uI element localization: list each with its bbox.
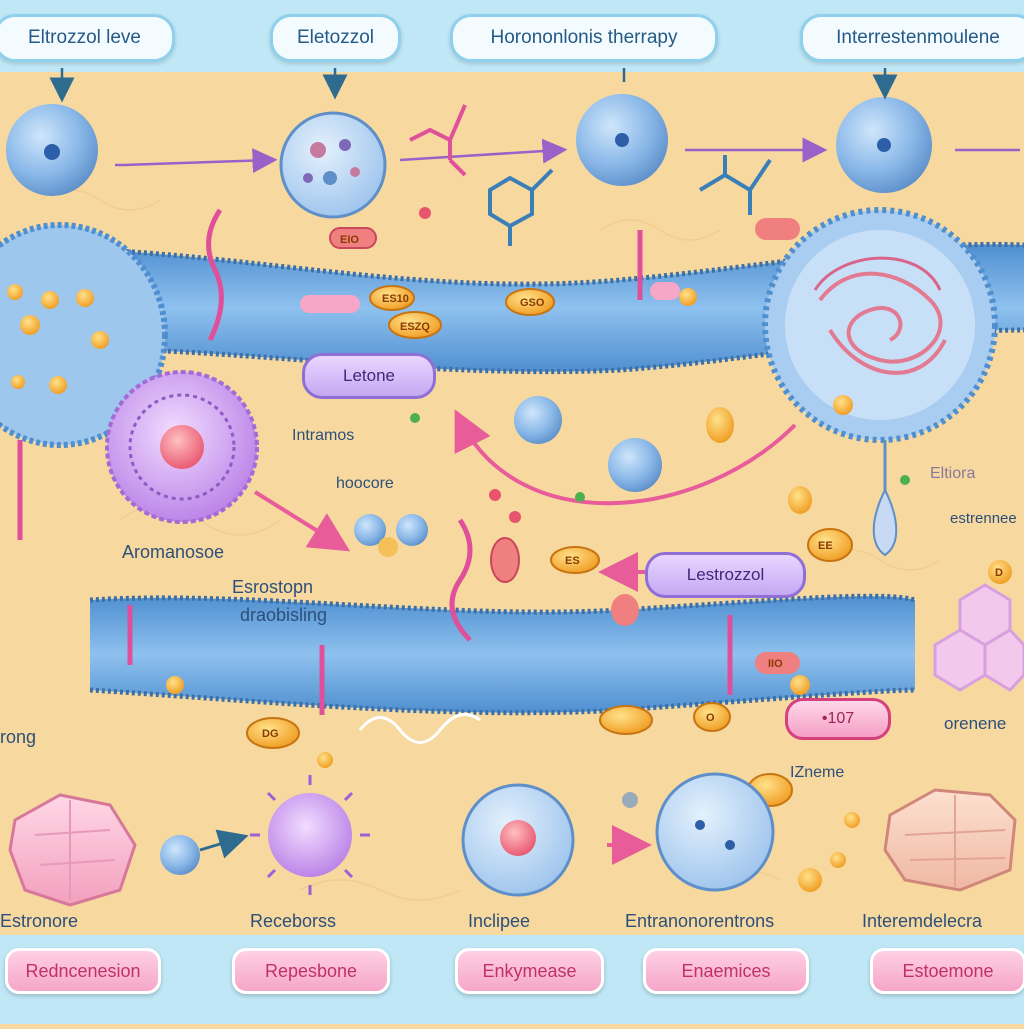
hexagon-cluster xyxy=(933,583,1024,692)
caption-4: Entranonorentrons xyxy=(625,911,775,931)
label-izneme: IZneme xyxy=(790,764,845,781)
enzyme-tag-3: ES10 xyxy=(382,293,409,305)
caption-2: Receborss xyxy=(250,911,337,931)
droplet xyxy=(872,487,898,557)
enzyme-tag-10: EE xyxy=(818,540,833,552)
enzyme-tag-5: ES xyxy=(565,555,580,567)
caption-1: Estronore xyxy=(0,911,79,931)
spiky-cell xyxy=(250,775,370,895)
pill-number: •107 xyxy=(785,698,891,740)
bottom-label-5: Estoemone xyxy=(870,948,1024,994)
top-cell-4 xyxy=(836,97,932,193)
middle-cell-1 xyxy=(514,396,562,444)
blue-node-bottom xyxy=(160,829,249,875)
label-aromanose: Aromanosoe xyxy=(122,542,225,562)
enzyme-tags: ESZQ GSO ES10 EIO ES D IIO O DG EE xyxy=(262,234,1003,740)
top-cell-2 xyxy=(279,111,387,219)
enzyme-tag-7: IIO xyxy=(768,658,783,670)
label-intramos: Intramos xyxy=(292,427,355,444)
pink-curved-arrow xyxy=(253,409,797,592)
left-vesicle xyxy=(0,222,168,448)
bottom-label-4: Enaemices xyxy=(643,948,809,994)
bottom-label-1: Redncenesion xyxy=(5,948,161,994)
top-cell-3 xyxy=(576,94,668,186)
pink-chains xyxy=(17,208,733,715)
bottom-cell-1 xyxy=(461,783,575,897)
top-cell-1 xyxy=(6,104,98,196)
pointer-arrows xyxy=(49,68,898,103)
caption-5: Interemdelecra xyxy=(862,911,983,931)
bottom-label-3: Enkymease xyxy=(455,948,604,994)
bottom-cell-2 xyxy=(655,772,775,892)
nucleus-cell-left xyxy=(105,370,259,524)
top-label-1: Eltrozzol leve xyxy=(0,14,175,62)
scattered-dots xyxy=(166,207,910,892)
caption-3: Inclipee xyxy=(468,911,531,931)
tissue-left xyxy=(8,793,137,907)
enzyme-tag-9: DG xyxy=(262,728,279,740)
top-label-4: Interrestenmoulene xyxy=(800,14,1024,62)
label-estrennee: estrennee xyxy=(950,510,1017,527)
enzyme-tag-8: O xyxy=(706,712,715,724)
center-molecule xyxy=(354,514,428,557)
right-vesicle xyxy=(762,207,998,443)
enzyme-tag-6: D xyxy=(995,567,1003,579)
label-eltiora: Eltiora xyxy=(930,465,976,482)
label-rong: rong xyxy=(0,727,37,747)
top-label-2: Eletozzol xyxy=(270,14,401,62)
tissue-right xyxy=(883,788,1017,892)
molecule-blue-top xyxy=(488,168,554,246)
molecule-blue-top-2 xyxy=(698,155,772,215)
lower-membrane xyxy=(89,593,916,744)
pill-letone: Letone xyxy=(302,353,436,399)
label-draobisling: draobisling xyxy=(240,605,328,625)
enzyme-tag-2: GSO xyxy=(520,297,545,309)
enzyme-tag-4: EIO xyxy=(340,234,359,246)
bottom-label-2: Repesbone xyxy=(232,948,390,994)
hexagon-cluster-node xyxy=(988,560,1012,584)
label-orenene: orenene xyxy=(944,714,1007,733)
molecule-pink-top xyxy=(409,104,467,177)
enzyme-tag-1: ESZQ xyxy=(400,321,430,333)
label-hoocore: hoocore xyxy=(336,475,394,492)
middle-cell-2 xyxy=(608,438,662,492)
enzyme-capsules-upper xyxy=(300,218,800,339)
top-arrows xyxy=(115,137,1020,174)
pill-lestrozzol: Lestrozzol xyxy=(645,552,806,598)
label-esrostopn: Esrostopn xyxy=(232,577,314,597)
top-label-3: Horononlonis therrapy xyxy=(450,14,718,62)
